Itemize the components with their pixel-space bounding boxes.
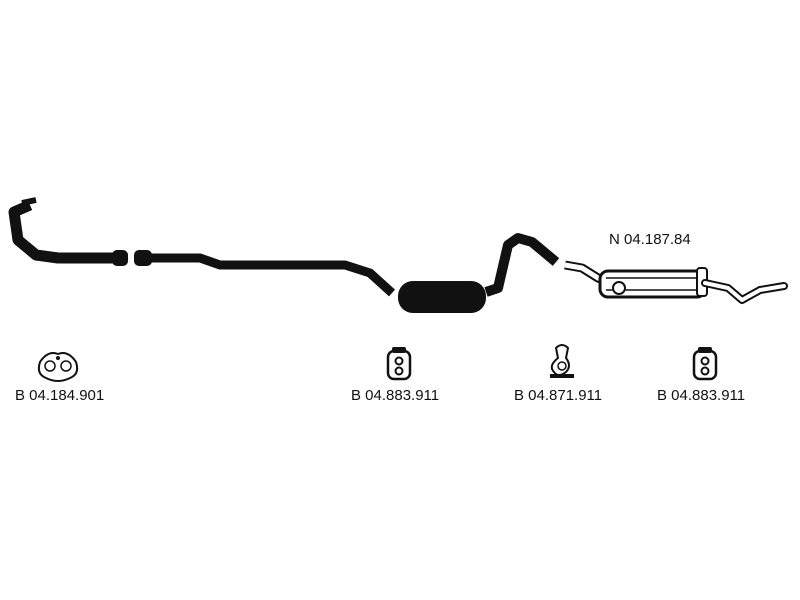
front-pipe	[8, 197, 128, 266]
intermediate-pipe	[134, 250, 396, 297]
flange-gasket-icon	[37, 352, 79, 382]
center-silencer	[398, 233, 560, 313]
rear-hanger-part-number: B 04.883.911	[657, 387, 746, 404]
pipe-clamp-icon	[550, 344, 574, 378]
rubber-hanger-icon	[692, 347, 718, 381]
rear-silencer-part-number: N 04.187.84	[609, 231, 691, 248]
rubber-hanger-icon	[386, 347, 412, 381]
pipe-joint-mid	[134, 250, 152, 266]
clamp-part-number: B 04.871.911	[514, 387, 603, 404]
pipe-joint-front	[112, 250, 128, 266]
gasket-part-number: B 04.184.901	[15, 387, 105, 404]
front-hanger-part-number: B 04.883.911	[351, 387, 440, 404]
rear-silencer-assembly	[564, 260, 788, 304]
